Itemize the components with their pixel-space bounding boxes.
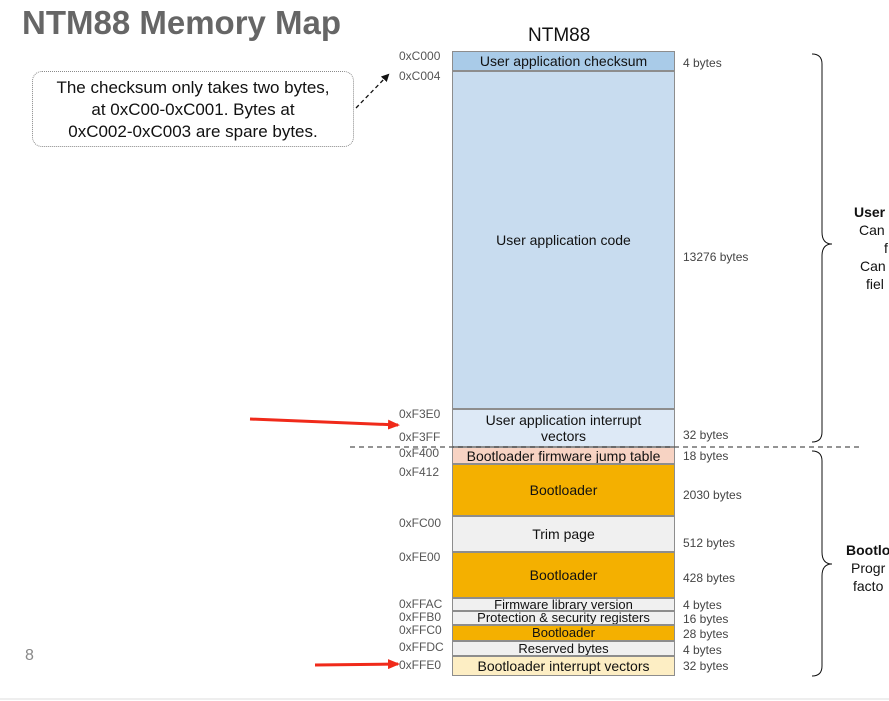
size-label: 512 bytes: [683, 536, 736, 550]
address-label: 0xFFB0: [399, 610, 442, 624]
address-label: 0xFFC0: [399, 623, 442, 637]
callout-line: at 0xC00-0xC001. Bytes at: [91, 100, 295, 119]
red-arrow-ffe0: [314, 659, 400, 670]
memory-map-title: NTM88: [528, 25, 591, 46]
segment-bootloader-1: Bootloader: [452, 464, 675, 516]
size-label: 428 bytes: [683, 571, 736, 585]
callout-pointer-arrow: [355, 73, 390, 109]
segment-user-app-checksum: User application checksum: [452, 51, 675, 71]
size-label: 18 bytes: [683, 449, 729, 463]
address-label: 0xF412: [399, 465, 440, 479]
callout-line: 0xC002-0xC003 are spare bytes.: [68, 122, 318, 141]
segment-bootloader-3: Bootloader: [452, 625, 675, 641]
address-label: 0xC004: [399, 69, 441, 83]
checksum-callout: The checksum only takes two bytes, at 0x…: [32, 71, 354, 147]
size-label: 4 bytes: [683, 598, 722, 612]
segment-bootloader-jump-table: Bootloader firmware jump table: [452, 447, 675, 464]
page-number: 8: [25, 647, 34, 664]
address-label: 0xFE00: [399, 550, 441, 564]
bootloader-region-line: facto: [853, 578, 884, 594]
segment-firmware-library-version: Firmware library version: [452, 598, 675, 611]
size-label: 13276 bytes: [683, 250, 749, 264]
size-label: 4 bytes: [683, 56, 722, 70]
page-title: NTM88 Memory Map: [22, 4, 342, 41]
segment-user-app-code: User application code: [452, 71, 675, 409]
segment-protection-security-registers: Protection & security registers: [452, 611, 675, 625]
segment-reserved-bytes: Reserved bytes: [452, 641, 675, 656]
user-region-line: f: [884, 240, 888, 256]
bottom-rule: [0, 698, 889, 700]
segment-bootloader-2: Bootloader: [452, 552, 675, 598]
size-label: 32 bytes: [683, 659, 729, 673]
size-label: 28 bytes: [683, 627, 729, 641]
size-label: 32 bytes: [683, 428, 729, 442]
bootloader-region-brace: [811, 450, 833, 677]
callout-line: The checksum only takes two bytes,: [56, 78, 330, 97]
address-label: 0xFFAC: [399, 597, 443, 611]
user-region-line: Can: [860, 258, 886, 274]
user-region-line: Can: [859, 222, 885, 238]
address-label: 0xF3E0: [399, 407, 441, 421]
address-label: 0xF400: [399, 446, 440, 460]
address-label: 0xC000: [399, 49, 441, 63]
bootloader-region-line: Progr: [851, 560, 886, 576]
user-region-label: User: [854, 204, 885, 221]
address-label: 0xF3FF: [399, 430, 441, 444]
red-arrow-f3e0: [249, 417, 400, 430]
address-label: 0xFFE0: [399, 658, 442, 672]
address-label: 0xFC00: [399, 516, 442, 530]
user-region-brace: [811, 53, 833, 443]
segment-trim-page: Trim page: [452, 516, 675, 552]
size-label: 16 bytes: [683, 612, 729, 626]
user-region-title: User: [854, 204, 886, 220]
bootloader-region-title: Bootlo: [846, 542, 889, 558]
size-label: 4 bytes: [683, 643, 722, 657]
segment-bootloader-interrupt-vectors: Bootloader interrupt vectors: [452, 656, 675, 676]
address-label: 0xFFDC: [399, 640, 444, 654]
user-region-line: fiel: [866, 276, 884, 292]
size-label: 2030 bytes: [683, 488, 742, 502]
segment-user-app-interrupt-vectors: User application interrupt vectors: [452, 409, 675, 447]
